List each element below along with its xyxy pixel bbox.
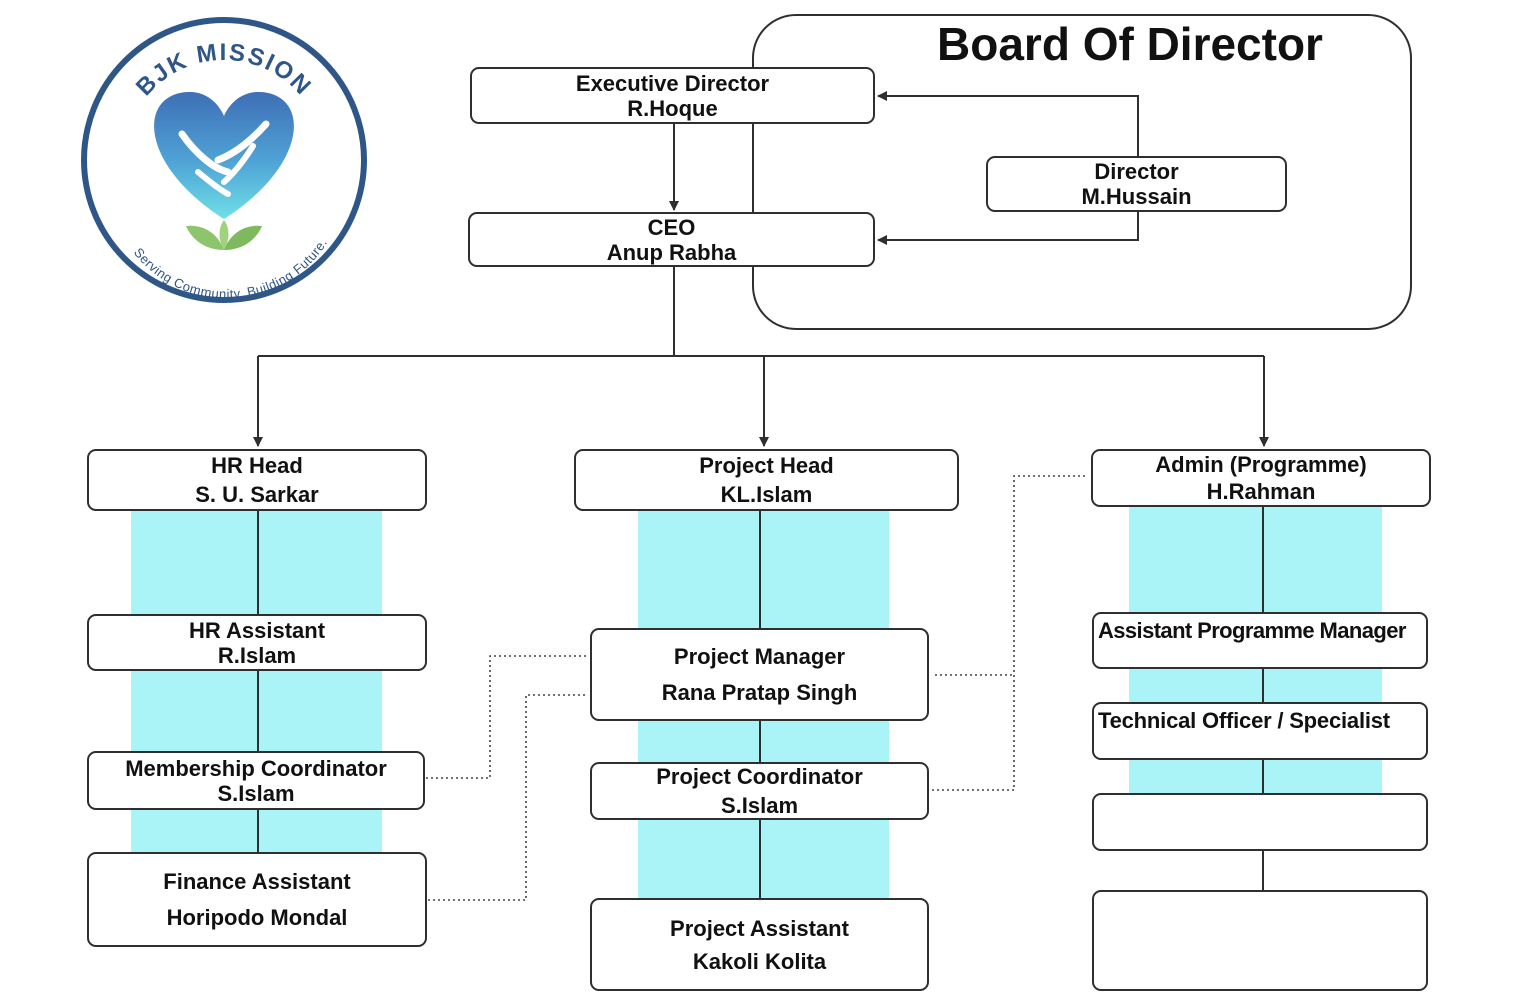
- project-assistant-name: Kakoli Kolita: [692, 948, 827, 974]
- membership-to-manager-dotted-line: [426, 655, 588, 779]
- project-assistant-box: Project Assistant Kakoli Kolita: [590, 898, 929, 991]
- hr-head-name: S. U. Sarkar: [195, 482, 319, 507]
- executive-director-box: Executive Director R.Hoque: [470, 67, 875, 124]
- executive-director-role: Executive Director: [575, 70, 770, 96]
- project-coordinator-role: Project Coordinator: [656, 764, 863, 789]
- ceo-box: CEO Anup Rabha: [468, 212, 875, 267]
- hands-icon: [178, 120, 270, 176]
- project-head-box: Project Head KL.Islam: [574, 449, 959, 511]
- project-manager-name: Rana Pratap Singh: [661, 679, 858, 705]
- board-title: Board Of Director: [937, 18, 1323, 70]
- project-head-role: Project Head: [699, 453, 834, 478]
- assistant-programme-manager-role: Assistant Programme Manager: [1098, 618, 1406, 643]
- director-box: Director M.Hussain: [986, 156, 1287, 212]
- director-to-exec-line: [877, 91, 1139, 156]
- technical-officer-role: Technical Officer / Specialist: [1098, 708, 1390, 733]
- project-head-name: KL.Islam: [720, 482, 813, 507]
- director-name: M.Hussain: [1081, 184, 1192, 209]
- hr-assistant-role: HR Assistant: [188, 617, 326, 643]
- hr-assistant-name: R.Islam: [217, 642, 297, 668]
- director-role: Director: [1094, 159, 1179, 184]
- admin-head-role: Admin (Programme): [1155, 452, 1367, 477]
- assistant-programme-manager-box: Assistant Programme Manager: [1092, 612, 1428, 669]
- project-manager-role: Project Manager: [673, 643, 846, 669]
- admin-head-box: Admin (Programme) H.Rahman: [1091, 449, 1431, 507]
- technical-officer-box: Technical Officer / Specialist: [1092, 702, 1428, 760]
- project-coordinator-name: S.Islam: [720, 793, 799, 818]
- admin-empty-box-2: [1092, 890, 1428, 991]
- ceo-name: Anup Rabha: [606, 239, 737, 265]
- bjk-mission-logo: BJK MISSION Serving Community. Building …: [81, 17, 367, 303]
- membership-coordinator-box: Membership Coordinator S.Islam: [87, 751, 425, 810]
- coordinator-to-admin-dotted-line: [932, 475, 1088, 791]
- executive-director-name: R.Hoque: [627, 95, 718, 121]
- membership-coordinator-role: Membership Coordinator: [125, 755, 387, 781]
- project-coordinator-box: Project Coordinator S.Islam: [590, 762, 929, 820]
- admin-empty-box-1: [1092, 793, 1428, 851]
- finance-to-manager-dotted-line: [428, 694, 588, 901]
- project-assistant-role: Project Assistant: [670, 915, 849, 941]
- membership-coordinator-name: S.Islam: [217, 780, 295, 806]
- hr-head-role: HR Head: [211, 453, 303, 478]
- hr-assistant-box: HR Assistant R.Islam: [87, 614, 427, 671]
- board-of-director-frame: [752, 14, 1412, 330]
- leaf-icon: [186, 220, 262, 250]
- director-to-ceo-line: [877, 212, 1139, 245]
- admin-head-name: H.Rahman: [1206, 479, 1316, 504]
- finance-assistant-name: Horipodo Mondal: [166, 904, 348, 930]
- project-manager-box: Project Manager Rana Pratap Singh: [590, 628, 929, 721]
- ceo-role: CEO: [647, 214, 696, 240]
- finance-assistant-role: Finance Assistant: [163, 868, 351, 894]
- finance-assistant-box: Finance Assistant Horipodo Mondal: [87, 852, 427, 947]
- hr-head-box: HR Head S. U. Sarkar: [87, 449, 427, 511]
